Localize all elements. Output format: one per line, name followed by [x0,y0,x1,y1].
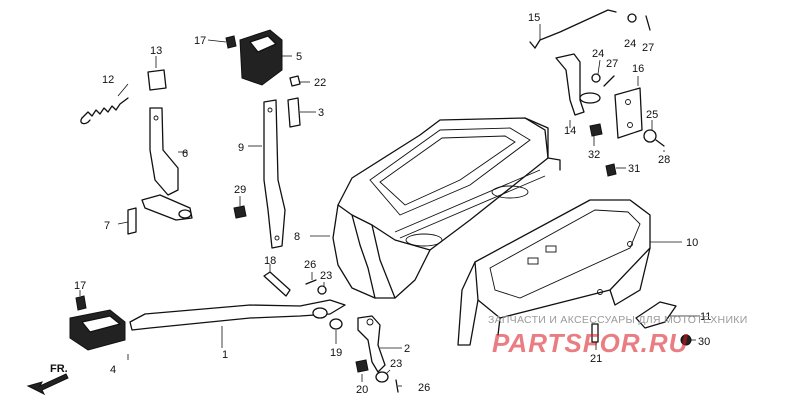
callout-24-top: 24 [624,38,636,50]
callout-15: 15 [528,12,540,24]
watermark-brand: PARTSFOR.RU [492,328,689,358]
callout-4: 4 [110,364,116,376]
bar-part-9 [263,99,286,249]
callout-26-upper: 26 [304,259,316,271]
callout-16: 16 [632,63,644,75]
callout-9: 9 [238,142,244,154]
callout-29: 29 [234,184,246,196]
bracket-part-14 [555,53,601,116]
callout-13: 13 [150,45,162,57]
callout-24-mid: 24 [592,48,604,60]
callout-22: 22 [314,77,326,89]
callout-1: 1 [222,349,228,361]
bracket-part-6 [141,107,193,221]
callout-25: 25 [646,109,658,121]
tab-part-11 [635,301,677,329]
callout-20: 20 [356,384,368,396]
callout-23-upper: 23 [320,270,332,282]
callout-23-lower: 23 [390,358,402,370]
callout-8: 8 [294,231,300,243]
leader-lines [79,24,700,387]
watermark: ЗАПЧАСТИ И АКСЕССУАРЫ ДЛЯ МОТОТЕХНИКИ PA… [488,314,748,358]
callout-14: 14 [564,125,576,137]
callout-18: 18 [264,255,276,267]
rod-part-15 [529,9,617,49]
spring-part-12 [80,97,129,125]
lever-part-1 [129,299,346,331]
callout-6: 6 [182,148,188,160]
callout-17-top: 17 [194,35,206,47]
callout-5: 5 [296,51,302,63]
cover-part-8 [332,117,561,299]
callout-7: 7 [104,220,110,232]
callout-30: 30 [698,336,710,348]
plate-part-16 [614,87,643,139]
knob-part-5 [239,29,283,86]
block-part-13 [147,69,167,91]
callout-3: 3 [318,107,324,119]
pad-part-4 [69,309,126,351]
callout-numbers: 1 2 3 4 5 6 7 8 9 10 11 12 13 14 15 16 1… [74,12,711,396]
front-direction-arrow [26,373,69,396]
callout-10: 10 [686,237,698,249]
callout-27-top: 27 [642,42,654,54]
callout-31: 31 [628,163,640,175]
callout-17-left: 17 [74,280,86,292]
callout-32: 32 [588,149,600,161]
callout-19: 19 [330,347,342,359]
callout-28: 28 [658,154,670,166]
arm-part-2 [357,315,386,373]
fasteners [75,13,692,393]
callout-11: 11 [700,311,711,323]
callout-27-mid: 27 [606,58,618,70]
callout-26-lower: 26 [418,382,430,394]
front-direction-label: FR. [50,363,68,375]
tray-part-10 [457,199,651,346]
watermark-subtitle: ЗАПЧАСТИ И АКСЕССУАРЫ ДЛЯ МОТОТЕХНИКИ [488,314,748,326]
clip-part-3 [287,97,301,128]
callout-21: 21 [590,353,602,365]
callout-12: 12 [102,74,114,86]
callout-2: 2 [404,343,410,355]
